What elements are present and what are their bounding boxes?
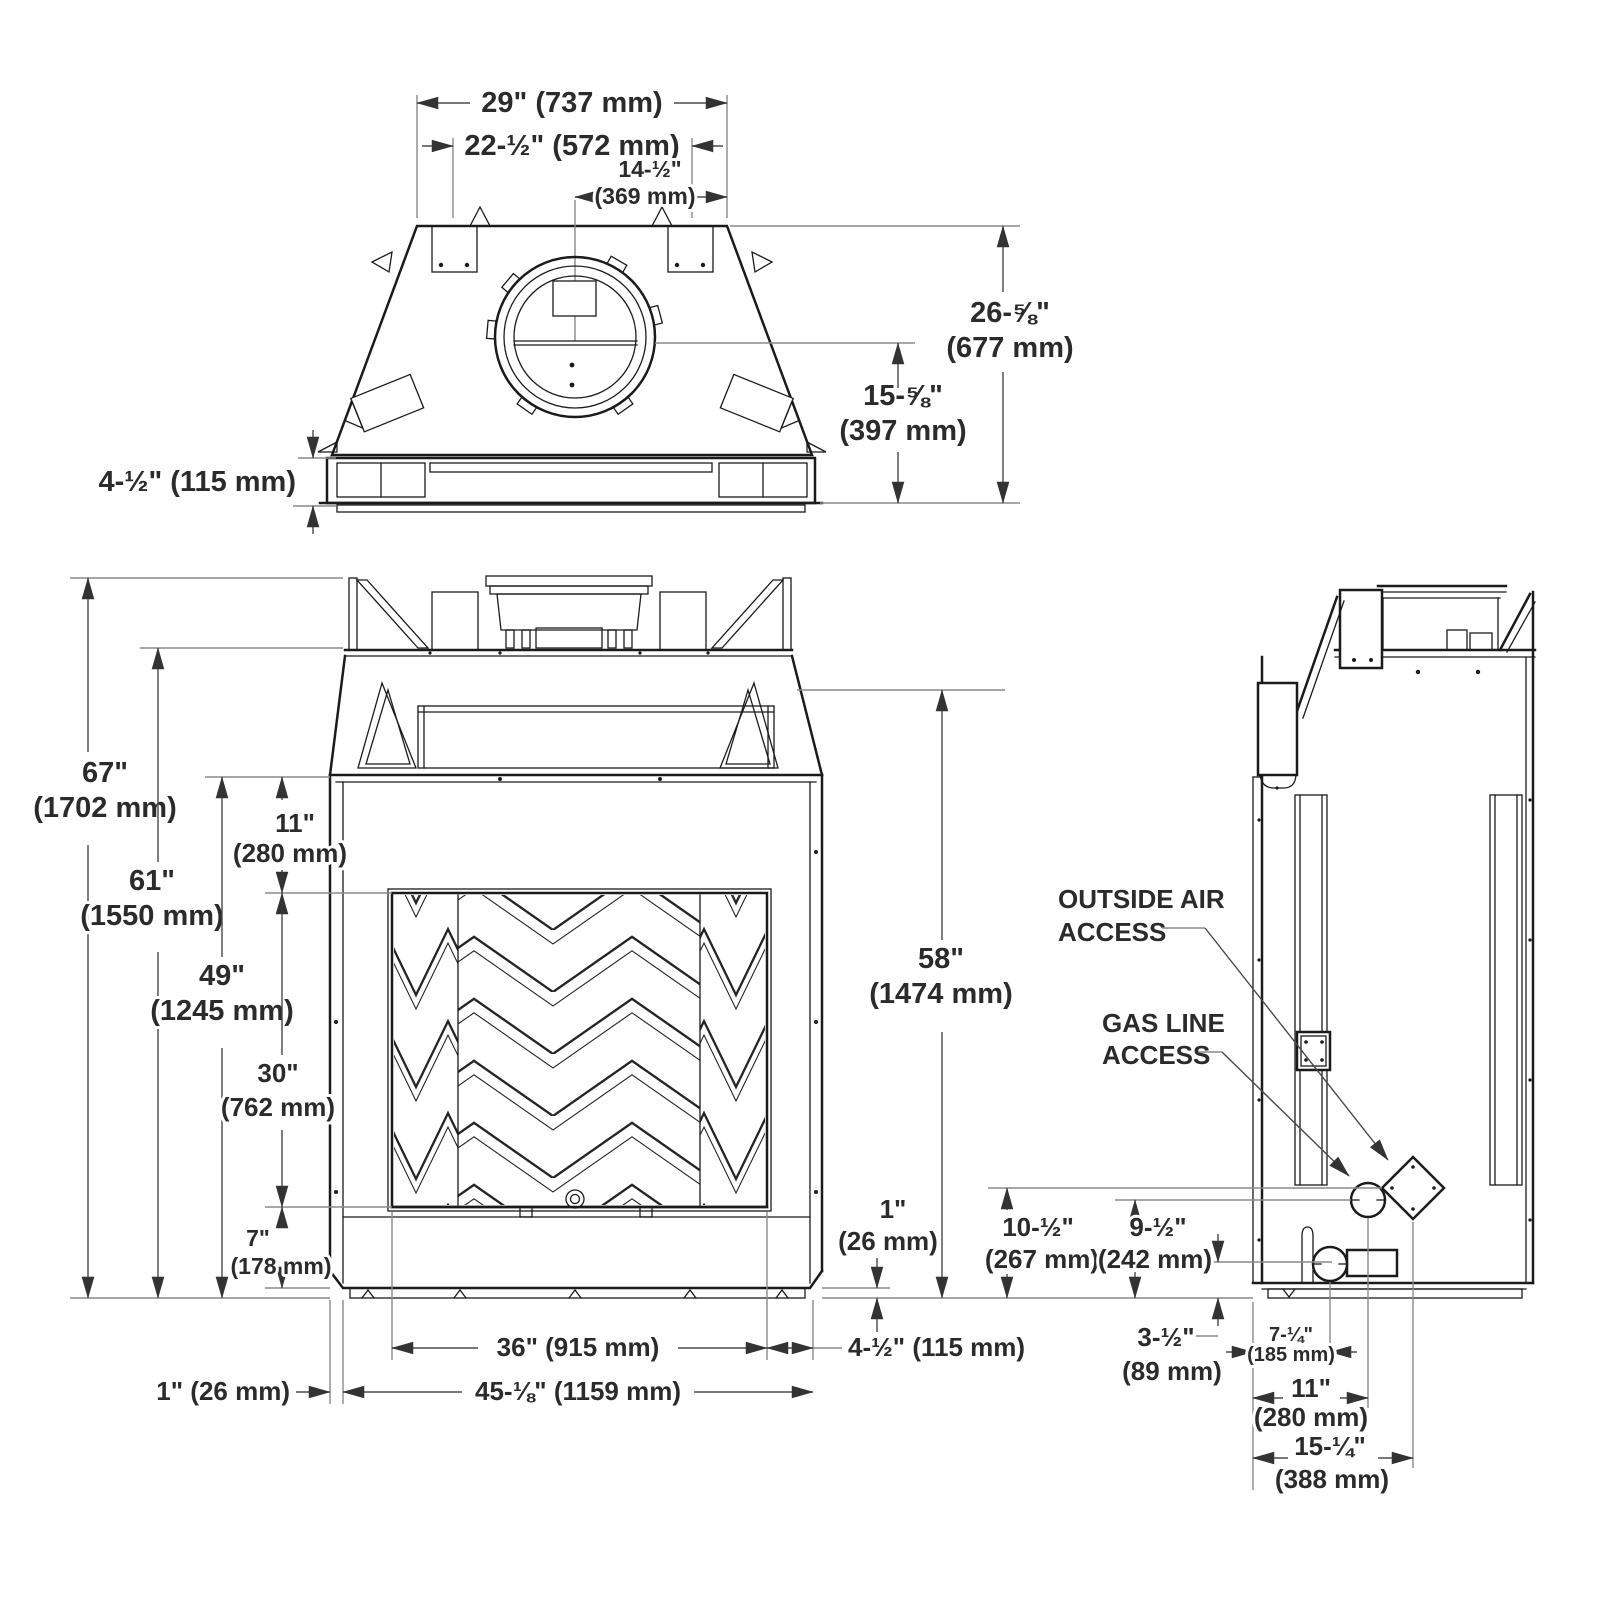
- label-outside-air-line2: ACCESS: [1058, 917, 1166, 947]
- label-gas-line-line2: ACCESS: [1102, 1040, 1210, 1070]
- dim-front-58-mm: (1474 mm): [869, 978, 1012, 1010]
- dim-side-1514-in: 15-¼": [1294, 1431, 1366, 1461]
- dim-side-95-in: 9-½": [1129, 1212, 1186, 1242]
- dim-front-opening-width: 36" (915 mm): [497, 1332, 660, 1362]
- side-view-dimensions: 10-½" (267 mm) 9-½" (242 mm) 3-½" (89 mm…: [982, 1187, 1414, 1497]
- dim-side-11-mm: (280 mm): [1254, 1402, 1368, 1432]
- top-view: 29" (737 mm) 22-½" (572 mm) 14-½" (369 m…: [95, 84, 1077, 534]
- dim-front-49-in: 49": [199, 960, 245, 992]
- dim-front-11-mm: (280 mm): [233, 838, 347, 868]
- dim-side-714-mm: (185 mm): [1247, 1344, 1335, 1366]
- dim-side-714-in: 7-¼": [1269, 1324, 1313, 1346]
- side-view-callouts: OUTSIDE AIR ACCESS GAS LINE ACCESS: [1055, 881, 1389, 1177]
- firebox-opening: [387, 888, 772, 1212]
- dim-front-lip1-in: 1": [880, 1194, 907, 1224]
- dim-side-105-in: 10-½": [1002, 1212, 1074, 1242]
- side-rails: [1294, 794, 1523, 1186]
- dim-side-35-in: 3-½": [1137, 1322, 1194, 1352]
- dim-front-7-in: 7": [246, 1225, 270, 1251]
- side-view: OUTSIDE AIR ACCESS GAS LINE ACCESS 10-½"…: [982, 584, 1537, 1497]
- dim-front-58-in: 58": [918, 943, 964, 975]
- dim-front-67-in: 67": [82, 757, 128, 789]
- outside-air-knockout: [1380, 1155, 1446, 1221]
- dim-front-side-border: 4-½" (115 mm): [848, 1332, 1025, 1362]
- dim-front-30-mm: (762 mm): [221, 1092, 335, 1122]
- dim-side-35-mm: (89 mm): [1122, 1356, 1222, 1386]
- flue-collar: [485, 200, 664, 419]
- dim-front-49-mm: (1245 mm): [150, 995, 293, 1027]
- dim-flue-center-in: 15-⅝": [863, 380, 943, 412]
- dim-side-11-in: 11": [1291, 1373, 1331, 1403]
- dim-front-11-in: 11": [275, 808, 315, 838]
- dim-side-105-mm: (267 mm): [985, 1244, 1099, 1274]
- dim-front-left-lip: 1" (26 mm): [156, 1376, 290, 1406]
- front-view: 67" (1702 mm) 61" (1550 mm) 49" (1245 mm…: [30, 575, 1253, 1409]
- label-outside-air-line1: OUTSIDE AIR: [1058, 884, 1225, 914]
- dim-side-1514-mm: (388 mm): [1275, 1464, 1389, 1494]
- dim-front-lip1-mm: (26 mm): [838, 1226, 938, 1256]
- dim-top-height-in: 26-⅝": [970, 297, 1050, 329]
- dim-top-height-mm: (677 mm): [946, 332, 1073, 364]
- label-gas-line-line1: GAS LINE: [1102, 1008, 1225, 1038]
- dim-front-7-mm: (178 mm): [231, 1253, 332, 1279]
- dim-side-95-mm: (242 mm): [1098, 1244, 1212, 1274]
- dim-front-61-in: 61": [129, 865, 175, 897]
- dim-front-67-mm: (1702 mm): [33, 792, 176, 824]
- top-view-dimensions: 29" (737 mm) 22-½" (572 mm) 14-½" (369 m…: [95, 84, 1077, 534]
- dim-top-inner-width: 22-½" (572 mm): [464, 130, 679, 162]
- front-view-dimensions: 67" (1702 mm) 61" (1550 mm) 49" (1245 mm…: [30, 577, 1253, 1409]
- dim-front-overall-width: 45-⅛" (1159 mm): [475, 1376, 681, 1406]
- dim-front-61-mm: (1550 mm): [80, 900, 223, 932]
- dim-flue-offset-mm: (369 mm): [595, 183, 696, 209]
- dim-top-overall-width: 29" (737 mm): [481, 87, 662, 119]
- dim-flue-center-mm: (397 mm): [839, 415, 966, 447]
- dim-front-30-in: 30": [257, 1058, 298, 1088]
- dim-flue-offset-in: 14-½": [618, 156, 681, 182]
- dim-top-band: 4-½" (115 mm): [98, 466, 296, 498]
